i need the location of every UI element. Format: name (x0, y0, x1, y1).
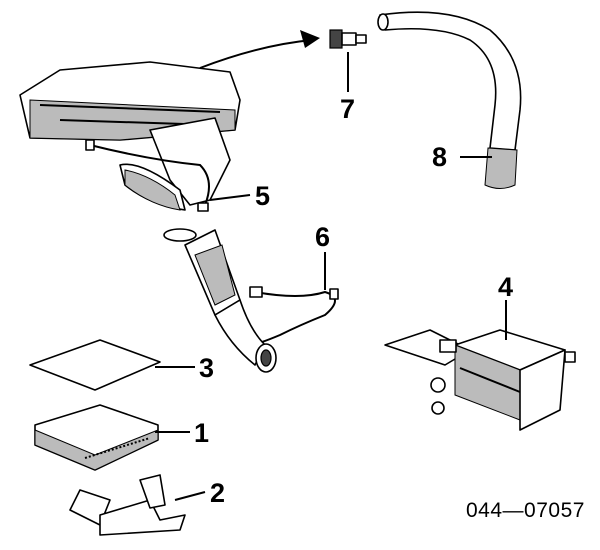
callout-1: 1 (194, 418, 210, 448)
callout-7: 7 (340, 94, 356, 124)
oxygen-sensor-downstream-part (249, 286, 339, 343)
callout-2: 2 (210, 478, 226, 508)
arrow-head-icon (300, 30, 320, 48)
leader-lines (155, 52, 507, 501)
diagram-code: 044—07057 (466, 499, 585, 522)
bracket-part (69, 474, 186, 536)
control-module-part (34, 404, 159, 471)
callout-3: 3 (199, 353, 215, 383)
callout-6: 6 (315, 222, 331, 252)
sheet-gasket-part (29, 339, 161, 391)
callout-8: 8 (432, 142, 448, 172)
pcv-valve-part (329, 29, 367, 49)
hose-part (377, 11, 522, 189)
vapor-canister-part (384, 329, 576, 431)
exhaust-pipe-part (163, 228, 277, 373)
oxygen-sensor-upstream-part (85, 139, 210, 212)
callout-4: 4 (498, 272, 514, 302)
pointer-arrow (199, 39, 313, 69)
callout-5: 5 (255, 181, 271, 211)
intake-manifold-part (19, 61, 241, 211)
